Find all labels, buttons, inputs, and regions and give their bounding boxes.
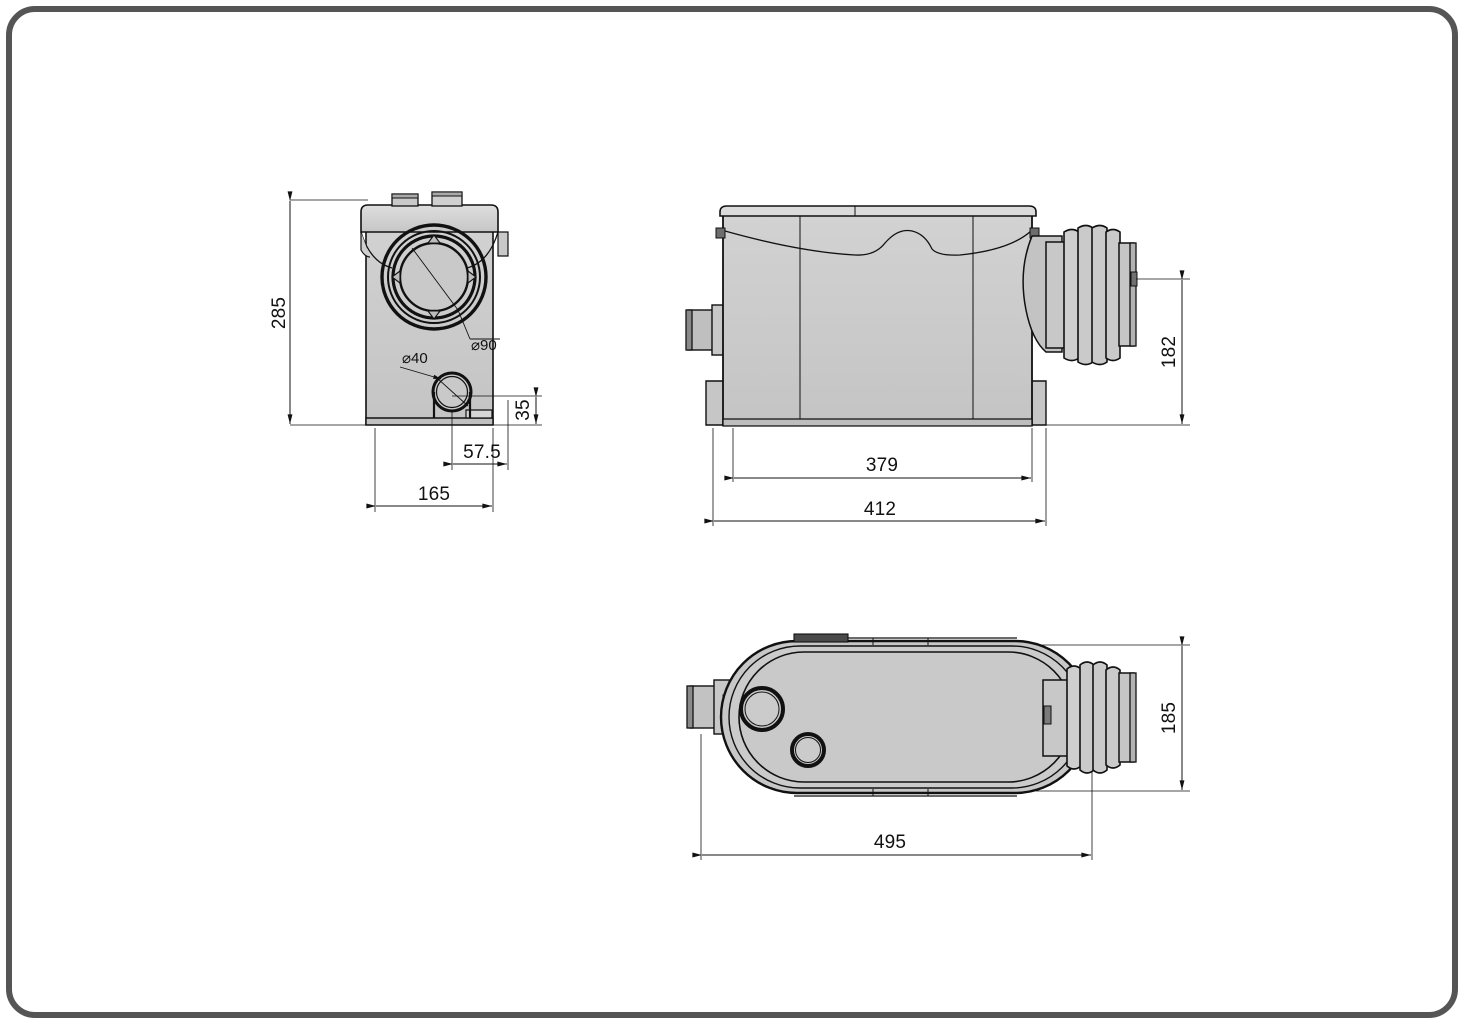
dim-285-label: 285 [269,297,290,329]
callout-diameter-90: ⌀90 [457,309,500,354]
callout-diameter-90-label: ⌀90 [471,337,497,354]
side-view-body [715,205,1040,427]
side-view-bellows [1045,224,1138,366]
top-view-bellows [1042,661,1137,774]
sheet-border [6,6,1458,1018]
callout-diameter-40-label: ⌀40 [402,350,428,367]
side-view-dimensions: 182 379 412 [704,270,1190,526]
dim-412-label: 412 [864,499,896,520]
top-view: 185 495 [686,633,1190,860]
front-view-side-inlet [431,371,473,418]
top-view-seams [793,633,1017,797]
dim-495: 495 [692,734,1093,860]
dim-182: 182 [1032,270,1190,426]
dim-165-label: 165 [418,484,450,505]
front-view-inspection-cover [380,223,488,331]
front-view-top-nozzles [391,191,463,207]
dim-495-label: 495 [874,832,906,853]
dim-165: 165 [366,428,494,512]
dim-57-5-label: 57.5 [463,442,501,463]
front-view: 285 165 57.5 35 [269,191,542,512]
dim-35: 35 [452,387,542,426]
dim-379: 379 [724,428,1033,482]
dim-35-label: 35 [513,399,534,421]
dim-185: 185 [1036,636,1190,792]
dim-57-5: 57.5 [443,400,509,470]
dim-379-label: 379 [866,455,898,476]
dim-412: 412 [704,428,1047,526]
top-view-dimensions: 185 495 [692,636,1190,860]
dim-185-label: 185 [1159,702,1180,734]
callout-diameter-40: ⌀40 [399,350,442,380]
dim-182-label: 182 [1159,336,1180,368]
top-view-bosses [739,686,826,768]
side-view-left-inlet [685,304,727,356]
dim-285: 285 [269,191,368,426]
side-view: 182 379 412 [685,205,1190,526]
front-view-dimensions: 285 165 57.5 35 [269,191,542,512]
